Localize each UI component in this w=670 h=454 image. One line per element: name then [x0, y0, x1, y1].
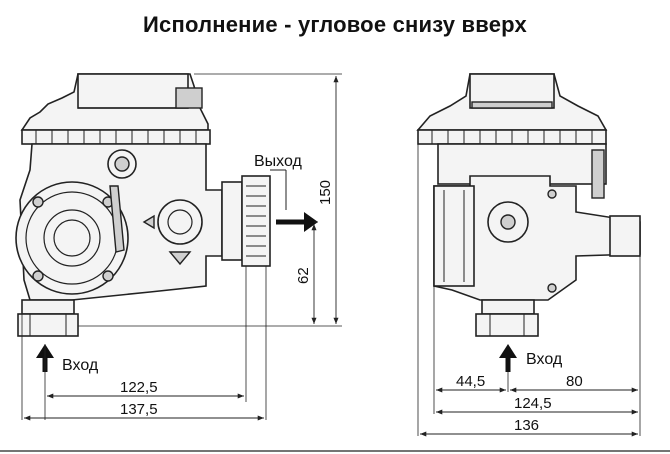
- side-inlet-fitting: [481, 299, 535, 315]
- dim-left: 44,5: [456, 373, 485, 390]
- inlet-label-side: Вход: [526, 351, 563, 368]
- inlet-fitting: [21, 299, 75, 315]
- reset-lever: [109, 185, 125, 253]
- side-view: Вход 44,5 80 124,5 136: [416, 73, 641, 437]
- front-view: Выход Вход 150 62 122,5 137,5: [15, 73, 342, 421]
- inlet-label-front: Вход: [62, 357, 99, 374]
- drawing-title: Исполнение - угловое снизу вверх: [143, 12, 527, 37]
- outlet-port-ring: [157, 199, 203, 245]
- outlet-flange: [221, 181, 243, 261]
- dim-width-total: 137,5: [120, 401, 158, 418]
- outlet-label: Выход: [254, 153, 303, 170]
- adjusting-cap: [175, 87, 203, 109]
- dim-width-total-side: 136: [514, 417, 539, 434]
- top-cap-ridge: [77, 73, 189, 109]
- shutoff-valve-disc: [15, 181, 129, 295]
- side-outlet-nozzle: [609, 215, 641, 257]
- dim-width-inlet: 122,5: [120, 379, 158, 396]
- dim-width-body: 124,5: [514, 395, 552, 412]
- dim-height-total: 150: [317, 180, 334, 205]
- dim-height-outlet: 62: [295, 267, 312, 284]
- dim-right: 80: [566, 373, 583, 390]
